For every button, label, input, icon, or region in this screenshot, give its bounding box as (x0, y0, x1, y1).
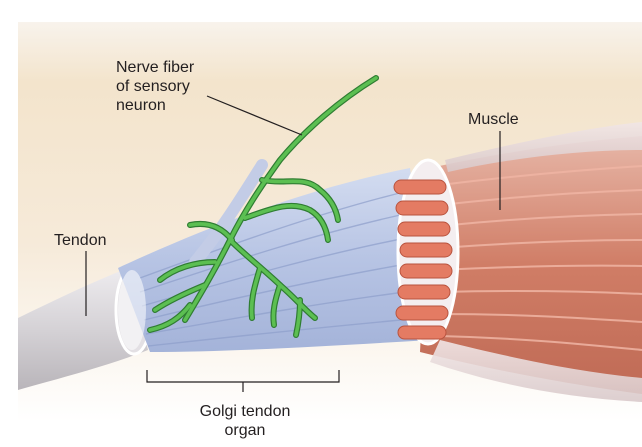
sensory-nerve-fiber (147, 75, 379, 338)
golgi-tendon-organ-label: Golgi tendon organ (199, 403, 291, 439)
capsule-left-rim (118, 270, 146, 350)
capsule-collagen-stripes (139, 189, 425, 347)
nerve-fiber-label: Nerve fiber of sensory neuron (116, 59, 195, 114)
muscle-label: Muscle (468, 111, 519, 128)
muscle-sheath-top (445, 122, 642, 172)
leader-lines (85, 95, 501, 392)
nerve-sheath (189, 159, 268, 268)
muscle-fiber-ends (393, 179, 453, 340)
tendon-label: Tendon (54, 232, 107, 249)
muscle-fibers (439, 165, 642, 351)
muscle-sheath-bottom (430, 340, 642, 402)
nerve-leader-line (206, 95, 303, 136)
golgi-bracket (146, 370, 340, 392)
